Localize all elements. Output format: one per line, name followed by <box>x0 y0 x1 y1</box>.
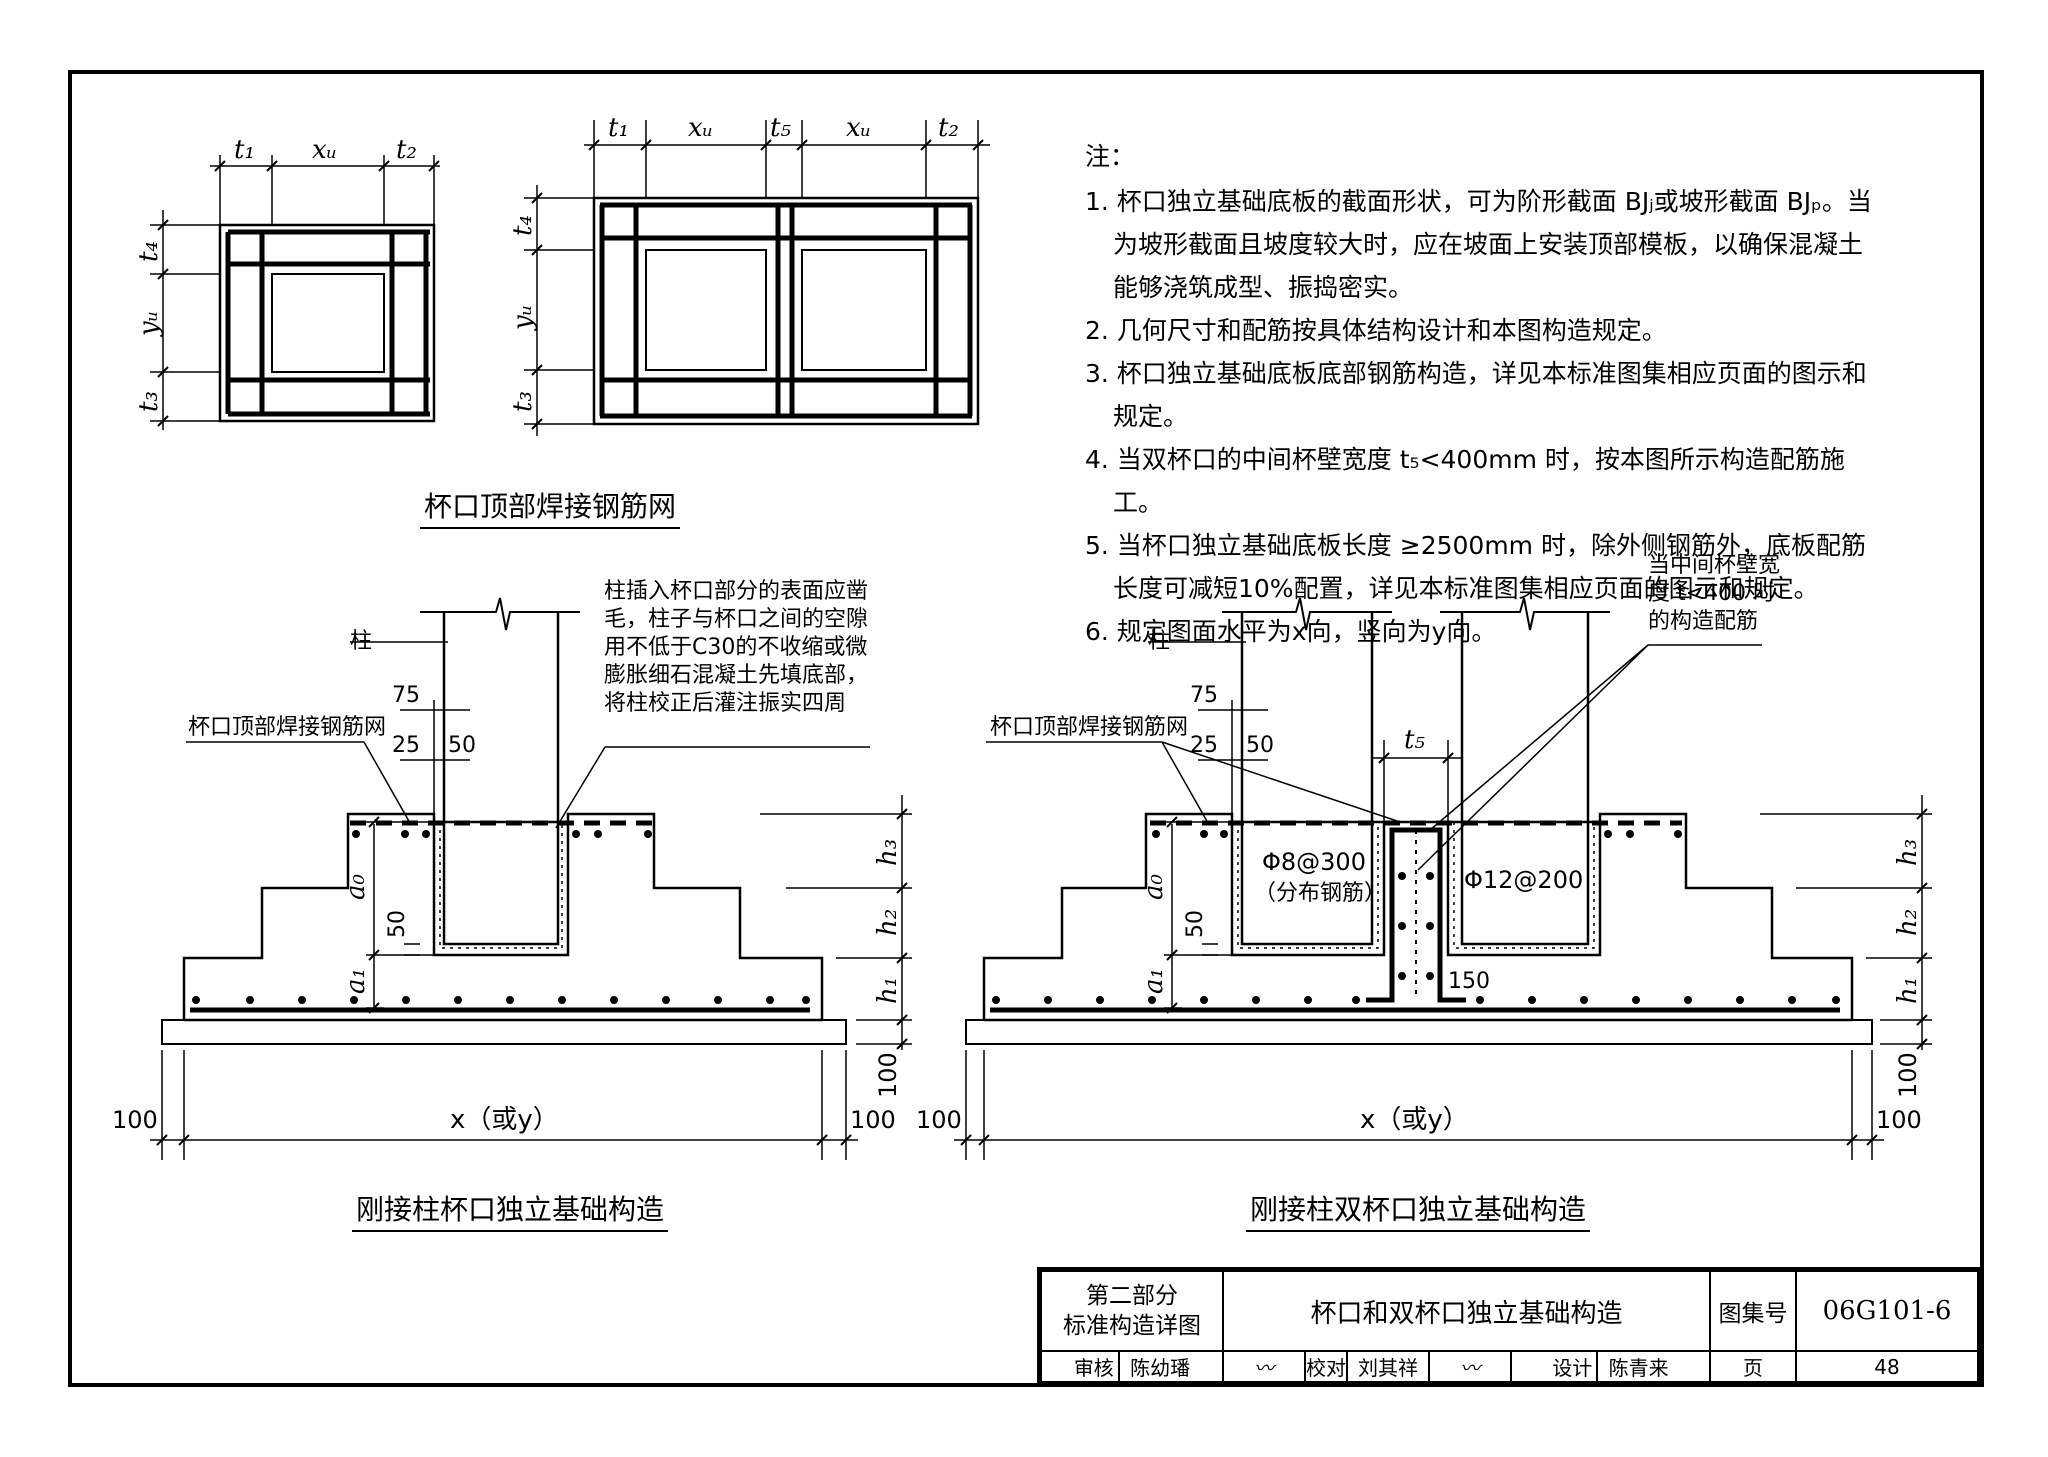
note-item: 4. 当双杯口的中间杯壁宽度 t₅<400mm 时，按本图所示构造配筋施工。 <box>1085 445 1845 517</box>
dim-100-right: 100 <box>1876 1106 1922 1134</box>
dim-label-t3: t₃ <box>134 391 164 412</box>
grout-note-line-2: 毛，柱子与杯口之间的空隙 <box>604 607 868 632</box>
title-block-design: 设计 <box>1548 1352 1599 1381</box>
dim-label-a0: a₀ <box>341 873 371 900</box>
column-label: 柱 <box>1148 629 1170 654</box>
dim-label-h2: h₂ <box>873 909 903 936</box>
dim-50-grout: 50 <box>1183 910 1208 938</box>
dim-25: 25 <box>1190 733 1218 758</box>
title-block: 第二部分 标准构造详图 杯口和双杯口独立基础构造 图集号 06G101-6 审核… <box>1037 1267 1982 1385</box>
dim-label-t5: t₅ <box>770 113 791 143</box>
note-item: 3. 杯口独立基础底板底部钢筋构造，详见本标准图集相应页面的图示和规定。 <box>1085 359 1867 431</box>
title-block-page-no: 48 <box>1795 1350 1979 1383</box>
dim-100-left: 100 <box>916 1106 962 1134</box>
column-label: 柱 <box>350 629 372 654</box>
title-block-atlas-no: 06G101-6 <box>1795 1270 1979 1352</box>
title-block-check: 校对 <box>1304 1350 1348 1383</box>
dim-label-t4: t₄ <box>508 215 538 236</box>
dim-label-t3: t₃ <box>508 391 538 412</box>
grout-note-line-4: 膨胀细石混凝土先填底部， <box>604 663 868 688</box>
dim-label-h3: h₃ <box>1893 839 1923 866</box>
mid-wall-note-line-3: 的构造配筋 <box>1648 609 1758 634</box>
notes-title: 注： <box>1085 142 1136 171</box>
bar-phi8-note: （分布钢筋） <box>1254 881 1386 906</box>
dim-label-a1: a₁ <box>1139 968 1169 994</box>
mid-wall-note-line-1: 当中间杯壁宽 <box>1648 553 1780 578</box>
mid-wall-note-line-2: 度 t<400 时 <box>1648 581 1775 606</box>
dim-100-vertical: 100 <box>874 1052 902 1098</box>
dim-label-h1: h₁ <box>1893 977 1923 1004</box>
dim-label-t2: t₂ <box>396 135 417 165</box>
dim-x-or-y: x（或y） <box>1360 1105 1469 1135</box>
dim-label-h2: h₂ <box>1893 909 1923 936</box>
title-block-designer: 陈青来 <box>1608 1356 1669 1380</box>
dim-label-xu: xᵤ <box>688 113 713 143</box>
dim-75: 75 <box>1190 683 1218 708</box>
dim-50: 50 <box>1246 733 1274 758</box>
dim-label-t1: t₁ <box>234 135 255 165</box>
note-item: 1. 杯口独立基础底板的截面形状，可为阶形截面 BJⱼ或坡形截面 BJₚ。当为坡… <box>1085 187 1872 302</box>
grout-note-line-1: 柱插入杯口部分的表面应凿 <box>604 579 868 604</box>
top-mesh-label: 杯口顶部焊接钢筋网 <box>188 715 386 740</box>
title-block-part: 第二部分 <box>1086 1283 1178 1309</box>
dim-label-t2: t₂ <box>938 113 959 143</box>
grout-note-line-3: 用不低于C30的不收缩或微 <box>604 635 867 660</box>
title-block-title: 杯口和双杯口独立基础构造 <box>1222 1270 1711 1352</box>
title-block-checker: 刘其祥 <box>1346 1350 1430 1383</box>
dim-label-a1: a₁ <box>341 968 371 994</box>
dim-label-t5: t₅ <box>1404 725 1425 755</box>
bar-phi8-label: Φ8@300 <box>1262 848 1366 876</box>
single-cup-mesh-plan <box>150 155 440 430</box>
title-block-atlas-label: 图集号 <box>1709 1270 1797 1352</box>
dim-label-xu: xᵤ <box>312 135 337 165</box>
dim-label-h1: h₁ <box>873 977 903 1004</box>
caption-mesh: 杯口顶部焊接钢筋网 <box>420 485 681 529</box>
dim-50: 50 <box>448 733 476 758</box>
dim-label-a0: a₀ <box>1139 873 1169 900</box>
dim-150: 150 <box>1448 969 1490 994</box>
note-item: 6. 规定图面水平为x向，竖向为y向。 <box>1085 617 1497 646</box>
caption-double-cup: 刚接柱双杯口独立基础构造 <box>1246 1188 1591 1232</box>
dim-100-left: 100 <box>112 1106 158 1134</box>
note-item: 5. 当杯口独立基础底板长度 ≥2500mm 时，除外侧钢筋外，底板配筋长度可减… <box>1085 531 1866 603</box>
dim-x-or-y: x（或y） <box>450 1105 559 1135</box>
dim-50-grout: 50 <box>385 910 410 938</box>
dim-75: 75 <box>392 683 420 708</box>
title-block-part-sub: 标准构造详图 <box>1063 1313 1201 1339</box>
note-item: 2. 几何尺寸和配筋按具体结构设计和本图构造规定。 <box>1085 316 1667 345</box>
bar-phi12-label: Φ12@200 <box>1464 866 1583 894</box>
dim-label-h3: h₃ <box>873 839 903 866</box>
dim-label-yu: yᵤ <box>508 305 538 331</box>
notes-block: 注： 1. 杯口独立基础底板的截面形状，可为阶形截面 BJⱼ或坡形截面 BJₚ。… <box>1085 135 1885 653</box>
sheet-border <box>68 70 1984 1387</box>
reviewer-signature: 〰 <box>1222 1350 1306 1383</box>
double-cup-mesh-plan <box>524 120 990 436</box>
single-cup-section <box>150 597 912 1160</box>
dim-label-t1: t₁ <box>608 113 629 143</box>
title-block-review: 审核 <box>1070 1352 1120 1381</box>
dim-label-t4: t₄ <box>134 241 164 262</box>
checker-signature: 〰 <box>1428 1350 1512 1383</box>
dim-25: 25 <box>392 733 420 758</box>
double-cup-section <box>954 597 1932 1160</box>
caption-single-cup: 刚接柱杯口独立基础构造 <box>352 1188 669 1232</box>
title-block-page-label: 页 <box>1709 1350 1797 1383</box>
dim-label-xu: xᵤ <box>846 113 871 143</box>
top-mesh-label: 杯口顶部焊接钢筋网 <box>990 715 1188 740</box>
grout-note-line-5: 将柱校正后灌注振实四周 <box>604 691 846 716</box>
dim-100-vertical: 100 <box>1894 1052 1922 1098</box>
title-block-reviewer: 陈幼璠 <box>1130 1356 1191 1380</box>
dim-100-right: 100 <box>850 1106 896 1134</box>
dim-label-yu: yᵤ <box>134 311 164 337</box>
